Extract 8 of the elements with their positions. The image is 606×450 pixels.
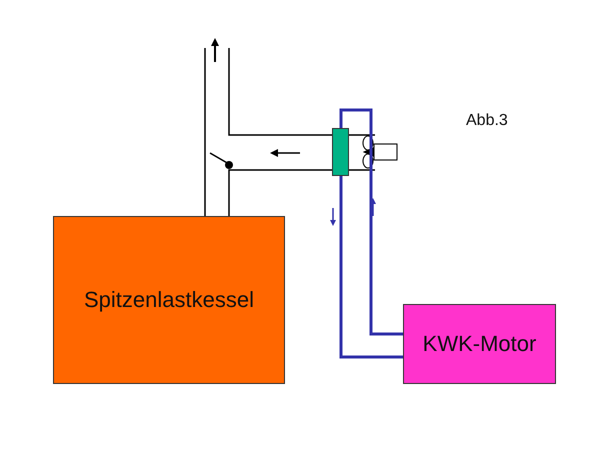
boiler-box [53, 216, 285, 384]
engine-box [403, 304, 556, 384]
heat-exchanger-box [332, 128, 349, 176]
pipe [340, 176, 403, 358]
pipe [340, 108, 403, 336]
node-label: Spitzenlastkessel [84, 287, 254, 313]
figure-number: Abb.3 [466, 112, 508, 130]
node-label: KWK-Motor [422, 331, 536, 357]
